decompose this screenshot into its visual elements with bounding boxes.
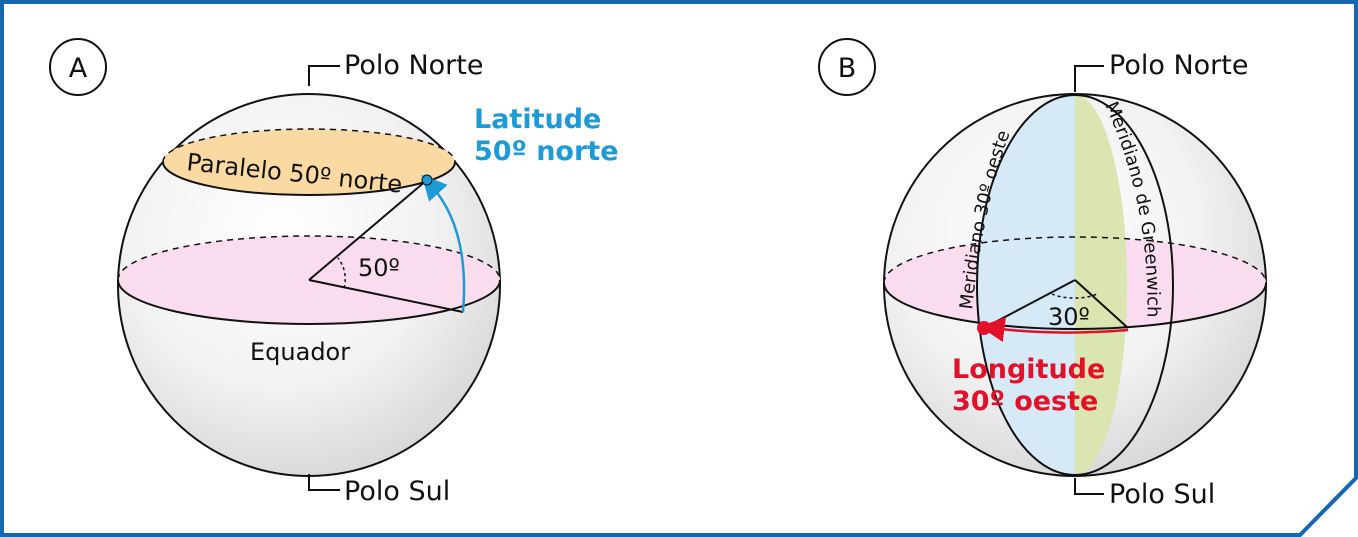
north-pole-bracket-b: [1074, 65, 1104, 92]
radius-equator-a: [308, 279, 464, 313]
angle-label-b: 30º: [1048, 303, 1090, 331]
longitude-label-2: 30º oeste: [952, 386, 1098, 417]
radius-greenwich-b: [1074, 279, 1129, 329]
parallel-50n-plane: [163, 129, 455, 195]
parallel-back-a: [162, 128, 456, 163]
north-pole-bracket-a: [308, 65, 340, 86]
badge-a-label: A: [69, 53, 88, 84]
equator-front-b: [883, 282, 1267, 330]
north-pole-label-b: Polo Norte: [1109, 50, 1248, 81]
angle-label-a: 50º: [358, 254, 400, 282]
latitude-label-2: 50º norte: [474, 136, 619, 167]
equator-back-b: [883, 236, 1267, 284]
badge-b-label: B: [838, 53, 857, 84]
longitude-arrow: [979, 317, 1129, 342]
latitude-arrow: [421, 174, 466, 313]
panel-a: A 50º Paralelo 50º norte Equador Latitud…: [49, 38, 619, 507]
south-pole-label-a: Polo Sul: [344, 476, 450, 507]
greenwich-plane: [1075, 95, 1127, 475]
meridian-ellipse-b: [976, 94, 1174, 476]
south-pole-label-b: Polo Sul: [1109, 479, 1215, 510]
south-pole-bracket-b: [1074, 478, 1104, 495]
latitude-point: [421, 174, 433, 186]
badge-b-circle: [818, 38, 876, 96]
radius-parallel-a: [308, 179, 428, 281]
meridian-30w-plane: [977, 95, 1075, 475]
panel-b: B 30º Meridiano 30º oeste Meridiano de G…: [818, 38, 1267, 510]
latitude-label-1: Latitude: [474, 104, 601, 135]
north-pole-label-a: Polo Norte: [344, 50, 483, 81]
longitude-point: [977, 321, 991, 335]
south-pole-bracket-a: [308, 474, 340, 491]
angle-arc-a: [337, 257, 346, 289]
equator-label: Equador: [250, 338, 350, 366]
longitude-label-1: Longitude: [952, 354, 1105, 385]
badge-a-circle: [49, 38, 107, 96]
equator-front-a: [117, 279, 501, 325]
equator-back-a: [117, 235, 501, 281]
